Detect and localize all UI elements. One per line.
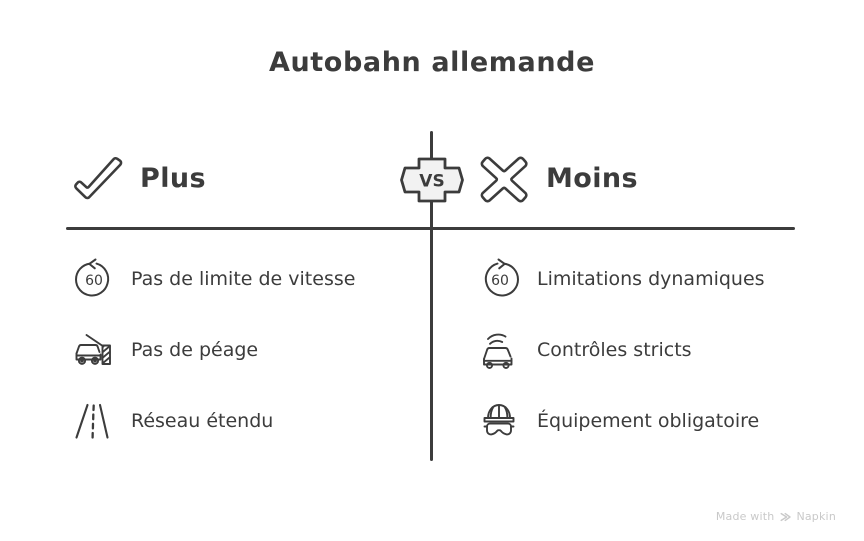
speed-limit-60-counterclockwise-icon: 60	[73, 258, 115, 300]
list-item: 60 Limitations dynamiques	[479, 253, 765, 305]
cross-icon	[476, 152, 532, 208]
speed-limit-60-clockwise-icon: 60	[479, 258, 521, 300]
speed-value: 60	[85, 273, 103, 289]
list-item: 60 Pas de limite de vitesse	[73, 253, 355, 305]
list-item: Réseau étendu	[73, 395, 273, 447]
column-header-plus: Plus	[70, 152, 206, 208]
page-title: Autobahn allemande	[268, 47, 596, 78]
list-item-label: Pas de limite de vitesse	[131, 267, 356, 290]
watermark: Made with Napkin	[716, 510, 836, 523]
watermark-prefix: Made with	[715, 510, 775, 523]
speed-value: 60	[491, 273, 509, 289]
police-car-radar-icon	[479, 329, 521, 371]
hard-hat-goggles-icon	[479, 400, 521, 442]
list-item-label: Limitations dynamiques	[537, 267, 765, 290]
toll-barrier-car-icon	[73, 329, 115, 371]
list-item: Contrôles stricts	[479, 324, 692, 376]
column-header-moins: Moins	[476, 152, 638, 208]
napkin-logo-icon	[779, 511, 792, 523]
list-item-label: Équipement obligatoire	[537, 409, 760, 432]
list-item-label: Réseau étendu	[131, 409, 274, 432]
vs-badge-text: VS	[419, 172, 444, 192]
column-label-plus: Plus	[140, 163, 206, 194]
road-perspective-icon	[73, 400, 115, 442]
vertical-divider	[430, 131, 433, 461]
list-item: Équipement obligatoire	[479, 395, 759, 447]
check-icon	[70, 152, 126, 208]
vs-badge: VS	[400, 152, 464, 208]
watermark-brand: Napkin	[796, 510, 836, 523]
list-item: Pas de péage	[73, 324, 258, 376]
column-label-moins: Moins	[546, 163, 638, 194]
list-item-label: Pas de péage	[131, 338, 259, 361]
list-item-label: Contrôles stricts	[537, 338, 692, 361]
